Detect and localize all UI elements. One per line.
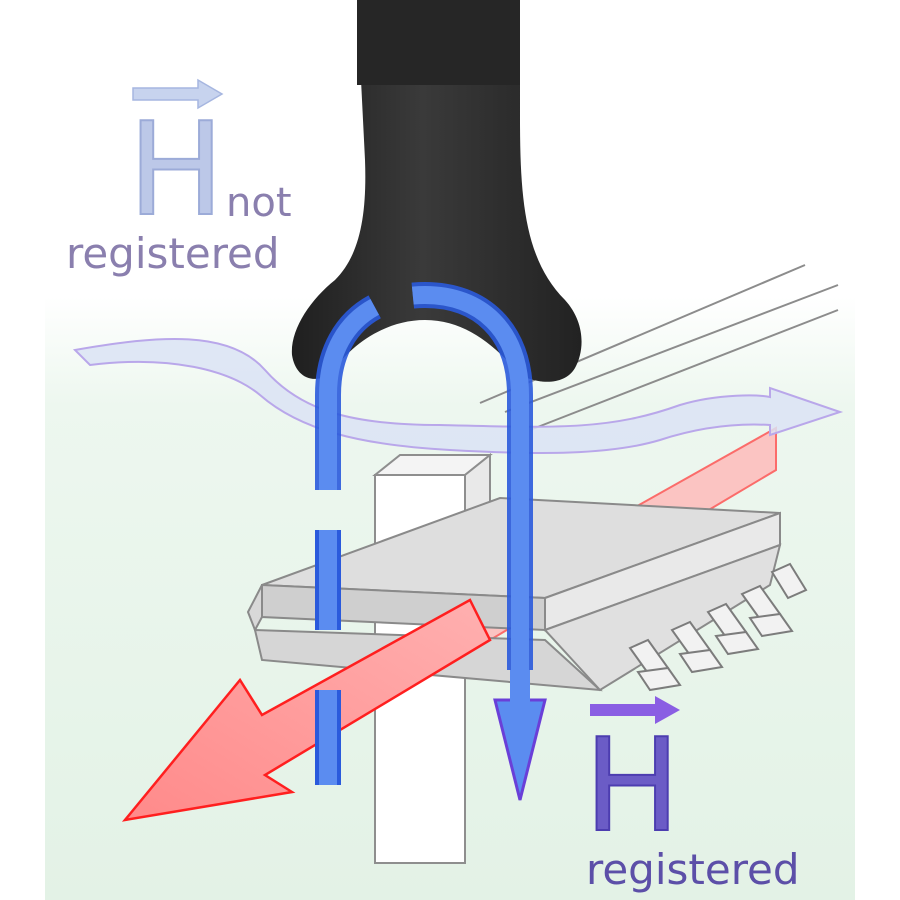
stray-field-band [72,338,844,454]
bottom-field-symbol: H [584,712,680,861]
right-arrow-icon-bottom [590,696,680,724]
loop-field [315,281,547,801]
chip-pins [628,562,808,692]
bottom-label-registered: registered [586,845,800,894]
top-label-registered: registered [66,229,280,278]
background-right-white [855,0,900,900]
top-field-symbol: H [128,96,224,245]
current-probe-icon [291,0,582,382]
current-arrow-front [121,598,492,822]
right-arrow-icon [132,78,224,110]
background-left-white [0,0,45,900]
top-label-not: not [226,180,292,226]
